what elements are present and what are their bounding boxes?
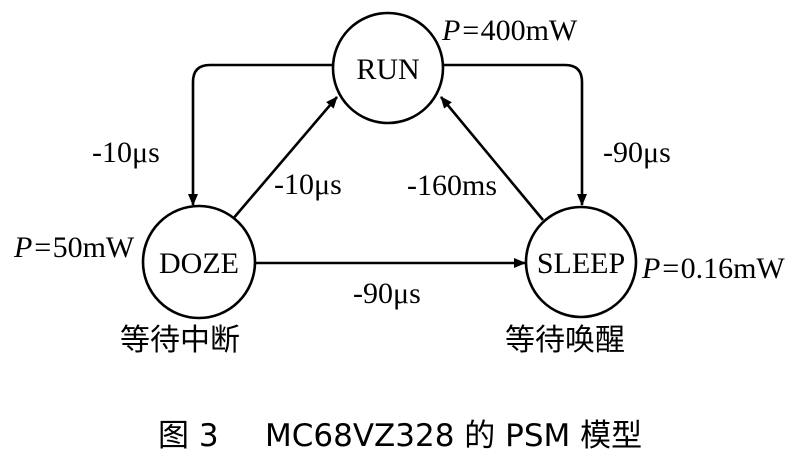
- doze-power-prefix: P=: [13, 231, 53, 264]
- state-sleep: SLEEP: [524, 205, 638, 319]
- state-sleep-label: SLEEP: [537, 247, 625, 280]
- state-run-label: RUN: [356, 53, 419, 86]
- edge-run-to-doze: [188, 63, 333, 206]
- run-power-value: 400mW: [481, 14, 578, 47]
- sleep-note: 等待唤醒: [505, 323, 625, 358]
- doze-power-label: P=50mW: [13, 231, 135, 264]
- sleep-power-label: P=0.16mW: [641, 252, 785, 285]
- edge-run-to-sleep: [443, 63, 587, 206]
- label-run-to-doze: -10μs: [92, 136, 160, 169]
- label-doze-to-run: -10μs: [274, 168, 342, 201]
- label-run-to-sleep: -90μs: [603, 136, 671, 169]
- state-run: RUN: [331, 11, 445, 125]
- state-doze: DOZE: [141, 204, 257, 320]
- state-doze-label: DOZE: [159, 247, 239, 280]
- figure-number: 图 3: [158, 418, 219, 454]
- figure-title: MC68VZ328 的 PSM 模型: [265, 418, 642, 454]
- run-power-prefix: P=: [441, 14, 481, 47]
- doze-power-value: 50mW: [53, 231, 135, 264]
- doze-note: 等待中断: [120, 323, 240, 358]
- sleep-power-prefix: P=: [641, 252, 681, 285]
- label-doze-to-sleep: -90μs: [353, 277, 421, 310]
- run-power-label: P=400mW: [441, 14, 578, 47]
- edge-doze-to-run: [231, 96, 338, 221]
- label-sleep-to-run: -160ms: [407, 169, 497, 202]
- edge-sleep-to-run: [439, 96, 545, 221]
- sleep-power-value: 0.16mW: [681, 252, 786, 285]
